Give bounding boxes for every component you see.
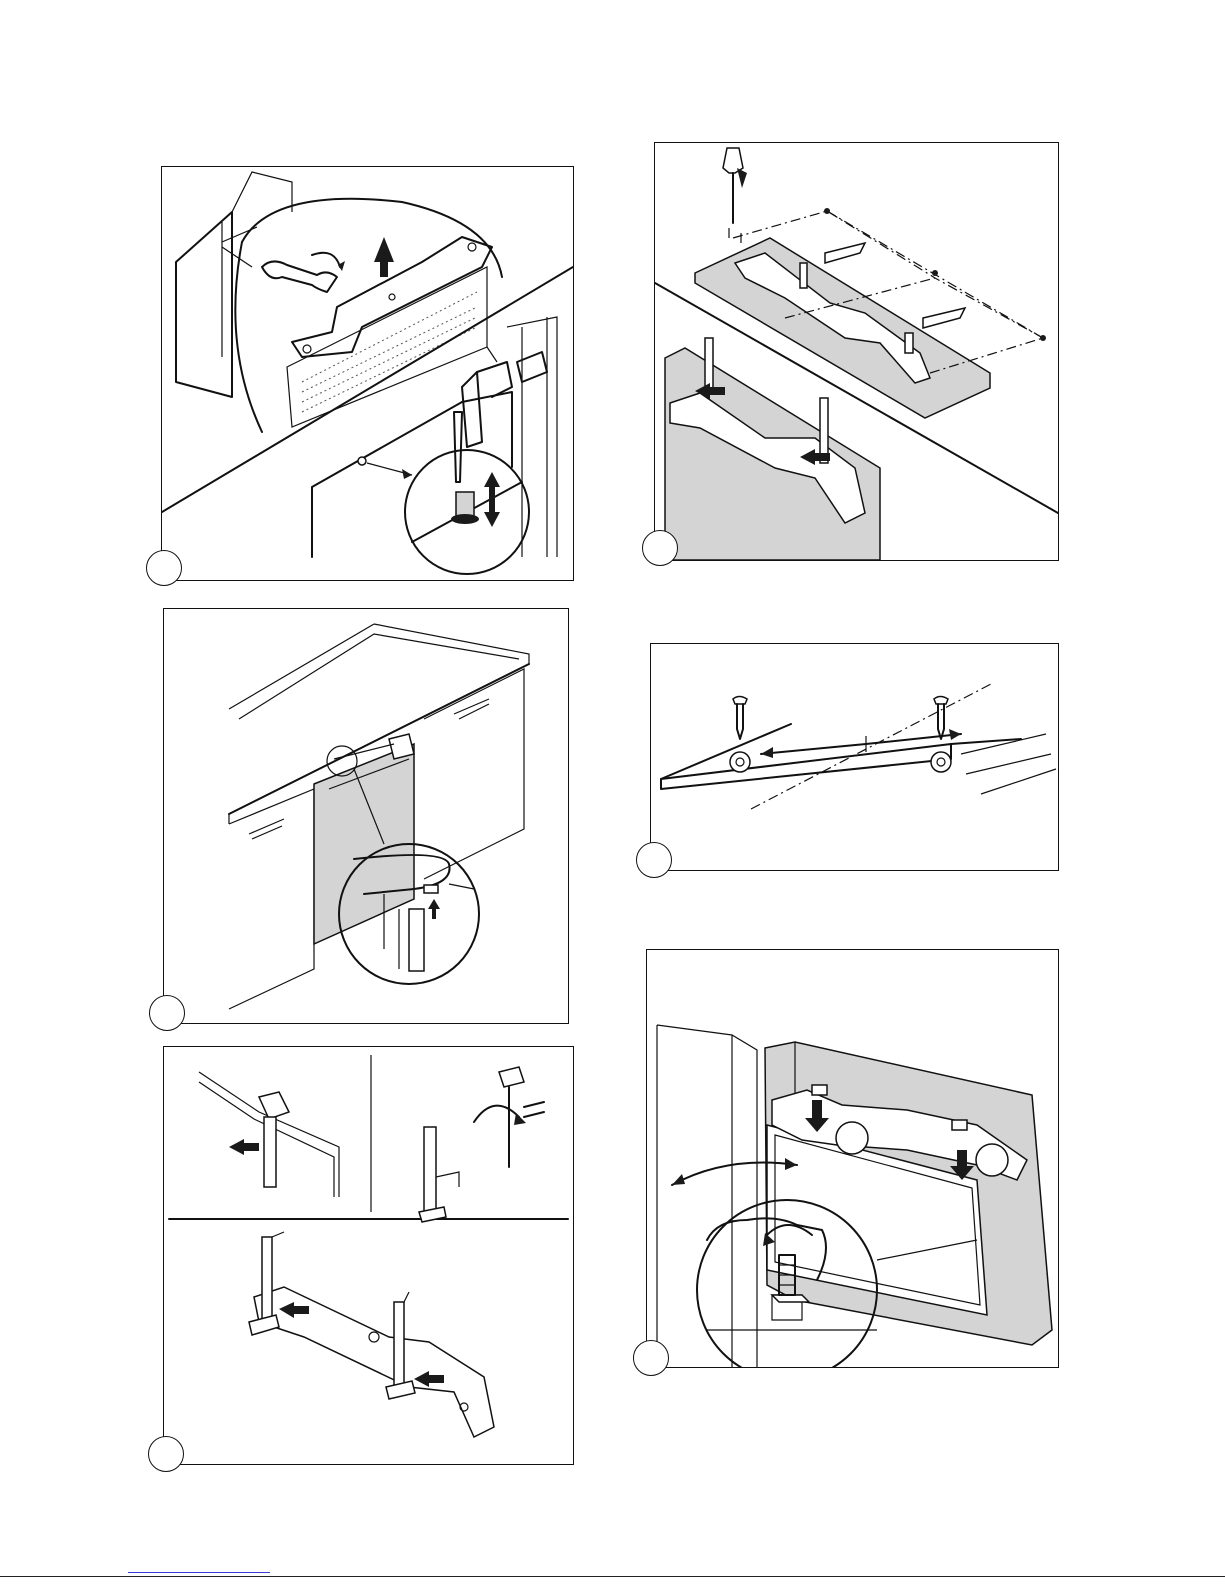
- template-screw-drawing: [655, 143, 1058, 560]
- step-circle-5: [148, 1436, 184, 1472]
- step-circle-2: [642, 530, 678, 566]
- footer-rule: [0, 1576, 1225, 1577]
- figure-template-screw: [654, 142, 1059, 561]
- step-circle-6: [633, 1340, 669, 1376]
- hinge-adjust-drawing: [162, 167, 573, 580]
- bracket-fix-drawing: [647, 950, 1058, 1367]
- figure-bracket-fix: [646, 949, 1059, 1368]
- screw-spacing-drawing: [651, 644, 1058, 870]
- door-align-drawing: [164, 609, 568, 1023]
- figure-hinge-adjust: [161, 166, 574, 581]
- step-circle-4: [636, 842, 672, 878]
- step-circle-1: [146, 550, 182, 586]
- figure-door-align: [163, 608, 569, 1024]
- footer-link-underline[interactable]: [128, 1572, 270, 1573]
- guide-mount-drawing: [164, 1047, 573, 1464]
- figure-screw-spacing: [650, 643, 1059, 871]
- figure-guide-mount: [163, 1046, 574, 1465]
- step-circle-3: [149, 995, 185, 1031]
